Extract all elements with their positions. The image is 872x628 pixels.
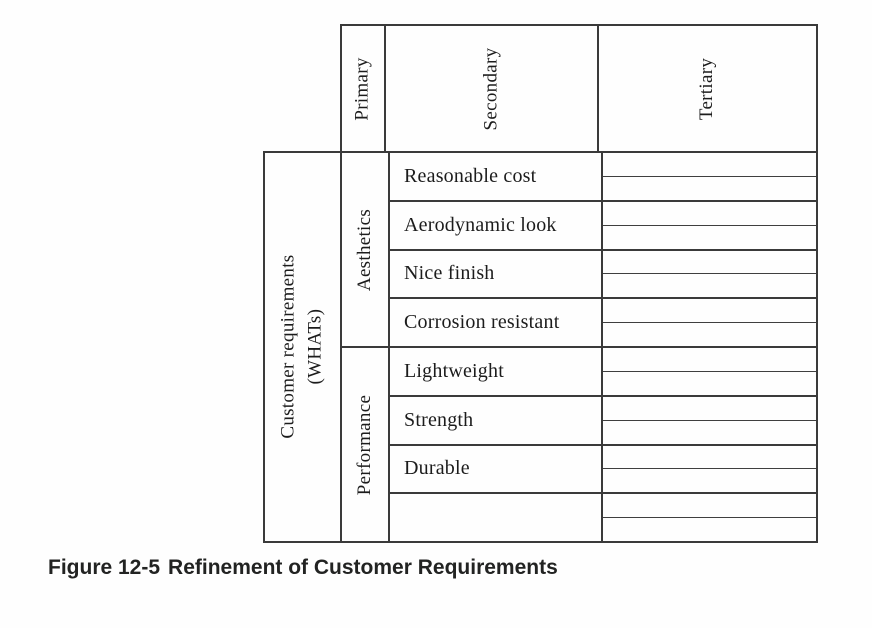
tertiary-subrow <box>603 226 816 249</box>
tertiary-subrow <box>603 494 816 519</box>
customer-requirements-cell: Customer requirements (WHATs) <box>265 153 342 541</box>
tertiary-subrow <box>603 299 816 324</box>
tertiary-subrow <box>603 469 816 492</box>
aesthetics-label: Aesthetics <box>354 208 375 291</box>
secondary-cell: Durable <box>390 445 603 493</box>
tertiary-subrow <box>603 323 816 346</box>
secondary-cell: Aerodynamic look <box>390 201 603 249</box>
primary-group-column: Aesthetics Performance <box>342 153 390 541</box>
customer-requirements-line2: (WHATs) <box>304 309 326 385</box>
secondary-cell: Reasonable cost <box>390 153 603 200</box>
primary-group-performance: Performance <box>342 348 388 541</box>
tertiary-cell <box>603 446 816 493</box>
tertiary-cell <box>603 397 816 444</box>
tertiary-subrow <box>603 153 816 177</box>
figure-caption: Figure 12-5 Refinement of Customer Requir… <box>48 556 558 580</box>
table-row: Strength <box>390 396 816 446</box>
secondary-header-label: Secondary <box>480 47 502 130</box>
secondary-cell: Nice finish <box>390 250 603 298</box>
tertiary-cell <box>603 348 816 395</box>
secondary-tertiary-rows: Reasonable cost Aerodynamic look Nice fi… <box>390 153 816 541</box>
tertiary-cell <box>603 153 816 200</box>
performance-label: Performance <box>354 394 375 495</box>
tertiary-cell <box>603 251 816 298</box>
tertiary-subrow <box>603 372 816 395</box>
header-cell-primary: Primary <box>342 26 386 151</box>
secondary-cell: Strength <box>390 396 603 444</box>
table-row: Lightweight <box>390 348 816 397</box>
tertiary-subrow <box>603 421 816 444</box>
tertiary-subrow <box>603 446 816 470</box>
customer-requirements-line1: Customer requirements <box>277 254 299 440</box>
tertiary-subrow <box>603 348 816 372</box>
tertiary-subrow <box>603 177 816 200</box>
table-row: Nice finish <box>390 250 816 300</box>
tertiary-header-label: Tertiary <box>696 57 718 120</box>
refinement-table-body: Customer requirements (WHATs) Aesthetics… <box>263 151 818 543</box>
tertiary-cell <box>603 202 816 249</box>
tertiary-subrow <box>603 397 816 421</box>
header-cell-tertiary: Tertiary <box>599 26 816 151</box>
refinement-table-header: Primary Secondary Tertiary <box>340 24 818 151</box>
table-row: Reasonable cost <box>390 153 816 202</box>
figure-caption-title: Refinement of Customer Requirements <box>168 556 558 579</box>
figure-caption-label: Figure 12-5 <box>48 556 161 579</box>
table-row <box>390 494 816 541</box>
customer-requirements-label: Customer requirements (WHATs) <box>276 255 329 439</box>
table-row: Aerodynamic look <box>390 201 816 251</box>
tertiary-cell <box>603 299 816 346</box>
secondary-cell <box>390 494 603 541</box>
primary-group-aesthetics: Aesthetics <box>342 153 388 348</box>
tertiary-subrow <box>603 518 816 541</box>
primary-header-label: Primary <box>352 56 373 121</box>
tertiary-subrow <box>603 274 816 297</box>
tertiary-cell <box>603 494 816 541</box>
header-cell-secondary: Secondary <box>386 26 599 151</box>
tertiary-subrow <box>603 202 816 226</box>
tertiary-subrow <box>603 251 816 275</box>
table-row: Durable <box>390 445 816 495</box>
table-row: Corrosion resistant <box>390 299 816 348</box>
secondary-cell: Lightweight <box>390 348 603 395</box>
secondary-cell: Corrosion resistant <box>390 299 603 346</box>
